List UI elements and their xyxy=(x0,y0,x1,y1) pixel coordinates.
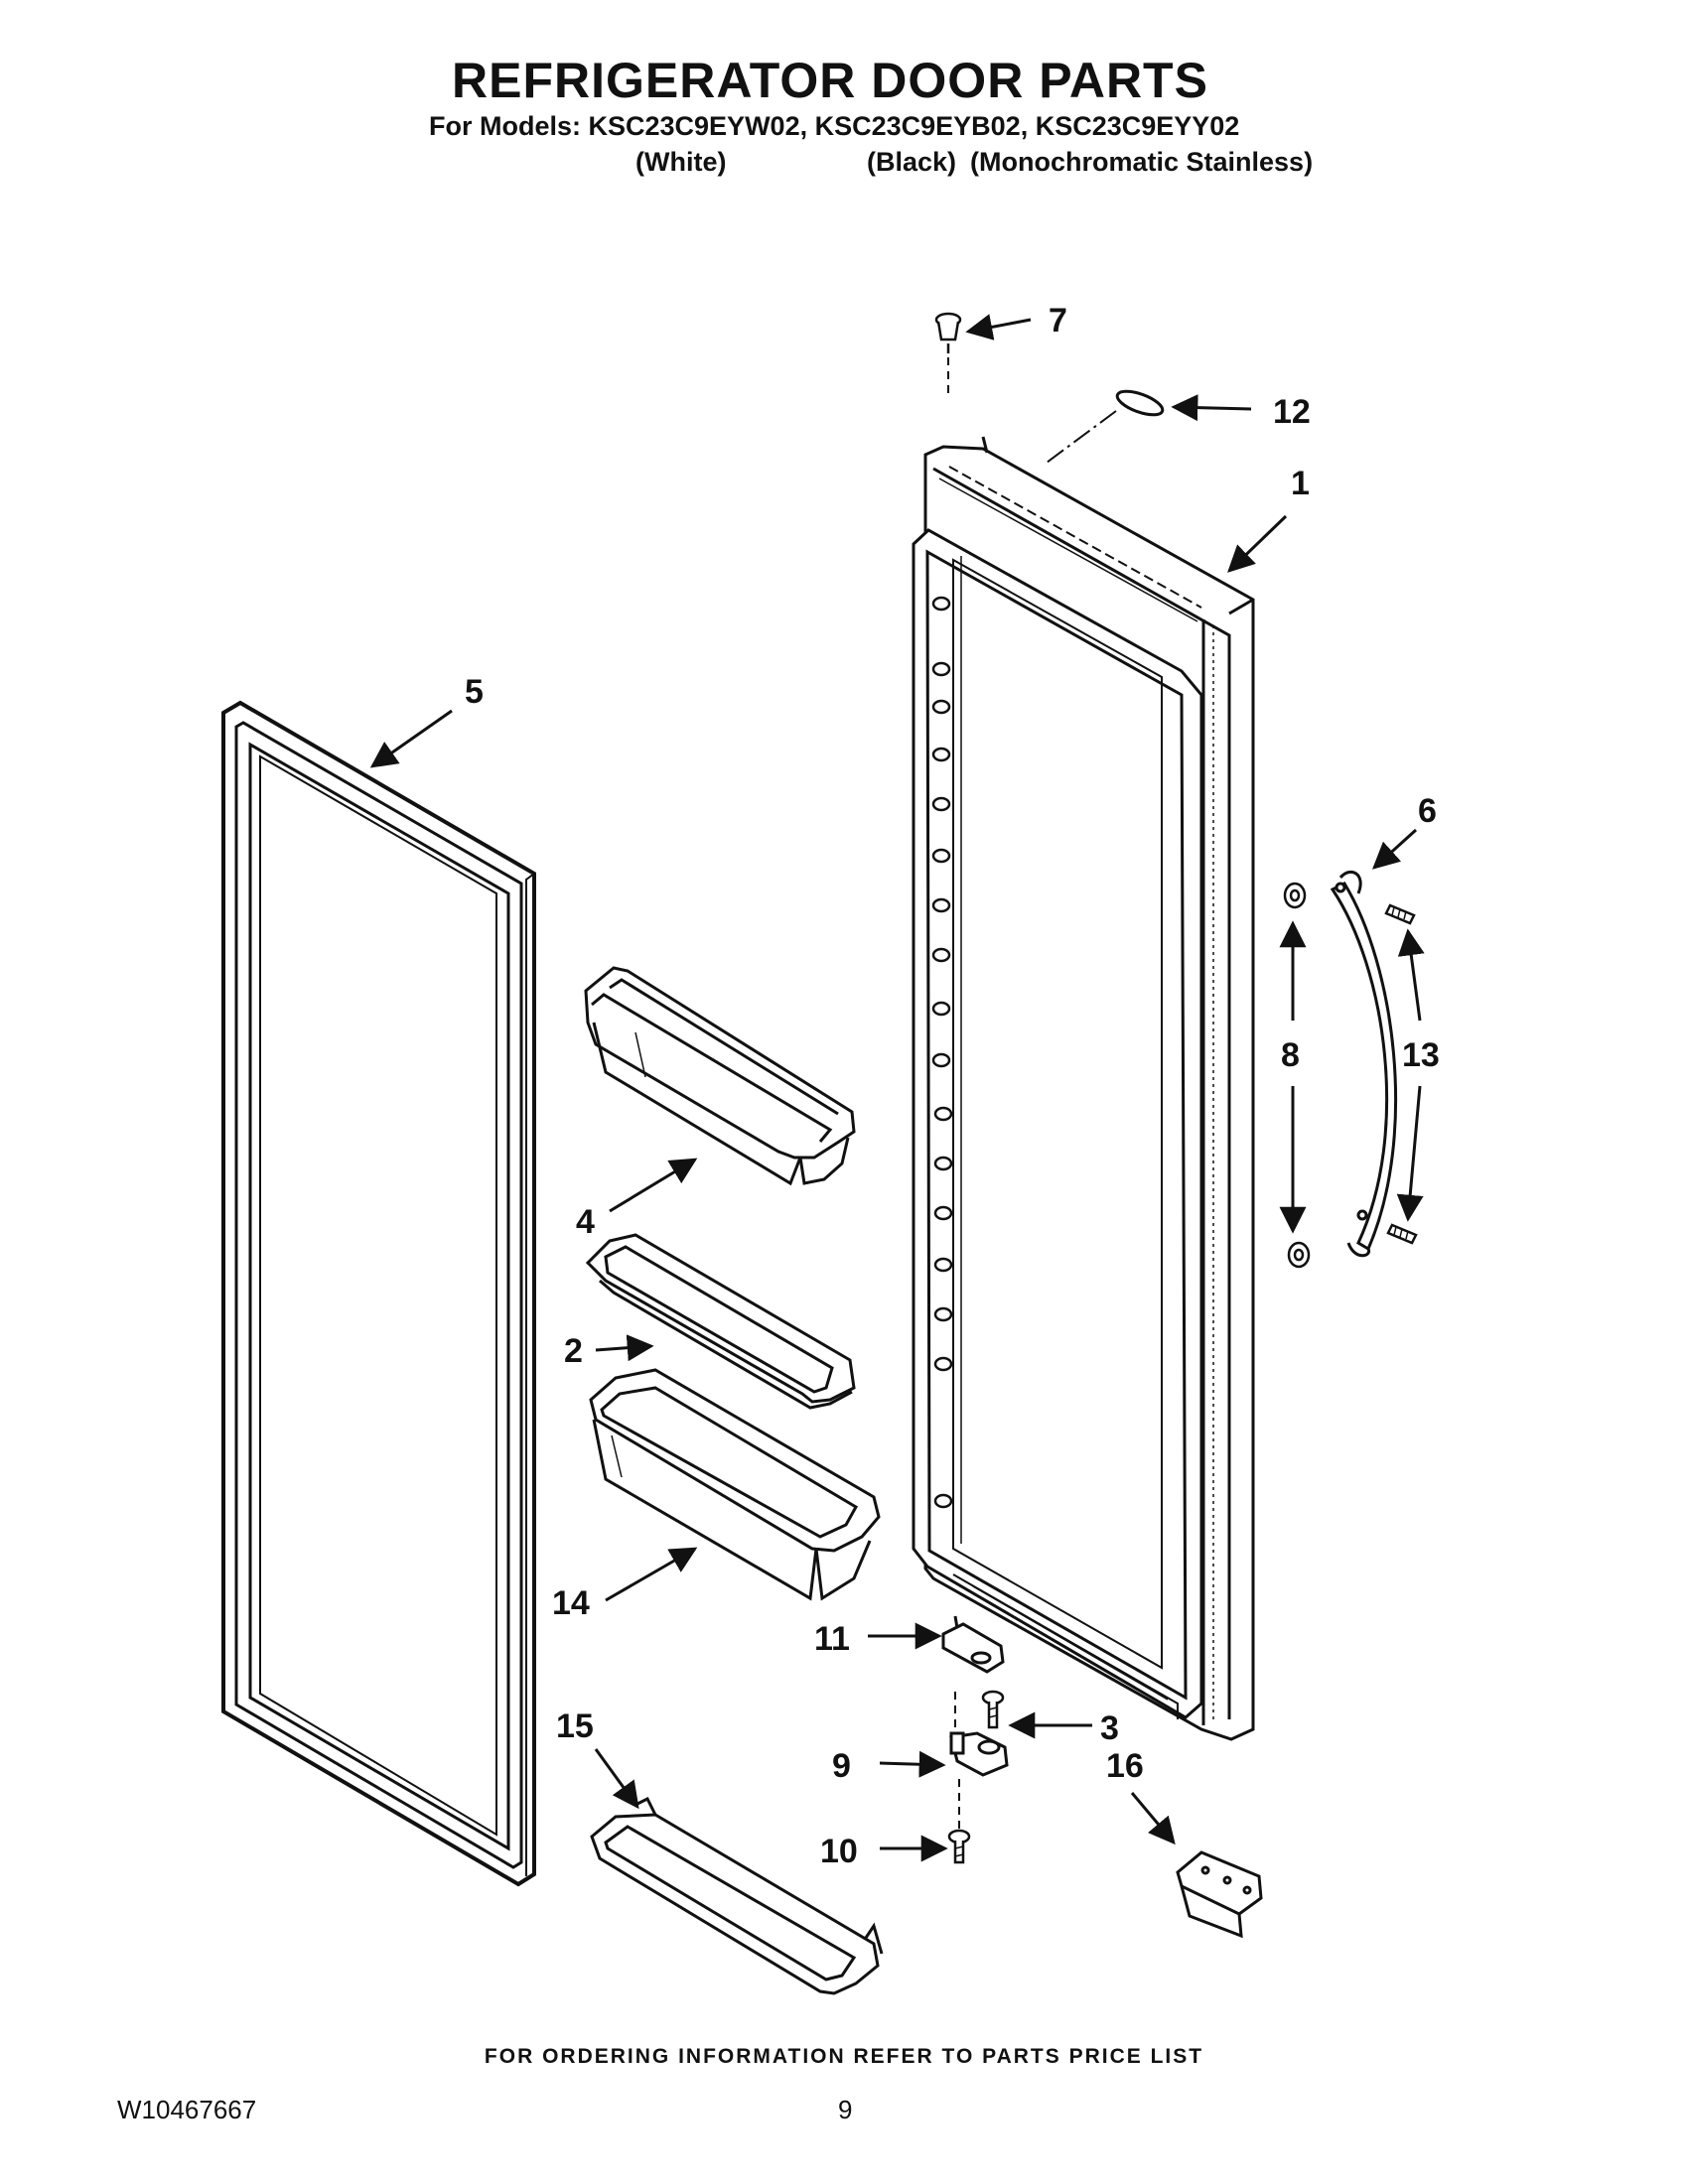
variant-stainless-label: (Monochromatic Stainless) xyxy=(970,147,1314,177)
door-bin-part-14 xyxy=(589,1368,881,1601)
variant-white-label: (White) xyxy=(635,147,727,177)
hinge-shim-part-11 xyxy=(941,1615,1005,1674)
callout-6: 6 xyxy=(1418,792,1437,830)
callout-11: 11 xyxy=(814,1620,850,1658)
callout-3: 3 xyxy=(1100,1709,1119,1747)
handle-spacer-part-8 xyxy=(1283,882,1311,1269)
hinge-screw-part-3 xyxy=(981,1690,1005,1729)
door-gasket-part xyxy=(221,700,536,1887)
callout-9: 9 xyxy=(832,1747,851,1785)
door-bin-part-4 xyxy=(584,966,856,1186)
models-line: For Models: KSC23C9EYW02, KSC23C9EYB02, … xyxy=(429,111,1240,141)
document-number: W10467667 xyxy=(117,2095,257,2124)
callout-7: 7 xyxy=(1049,302,1067,340)
callout-16: 16 xyxy=(1106,1747,1144,1785)
bracket-part-16 xyxy=(1176,1850,1263,1939)
hinge-bushing-part-7 xyxy=(934,312,962,399)
refrigerator-door-part xyxy=(912,436,1255,1741)
leader-arrows xyxy=(369,314,1425,1862)
bin-frame-part-2 xyxy=(585,1233,856,1410)
callout-1: 1 xyxy=(1291,465,1310,502)
door-bin-tabs xyxy=(931,596,953,1509)
callout-4: 4 xyxy=(576,1203,595,1241)
callout-2: 2 xyxy=(564,1332,583,1370)
callout-8: 8 xyxy=(1281,1036,1300,1074)
variant-black-label: (Black) xyxy=(867,147,957,177)
callout-15: 15 xyxy=(556,1707,594,1745)
callout-13: 13 xyxy=(1402,1036,1440,1074)
handle-screw-part-13 xyxy=(1384,903,1418,1245)
page-title: REFRIGERATOR DOOR PARTS xyxy=(452,53,1208,108)
hinge-part-9 xyxy=(949,1692,1009,1777)
callout-14: 14 xyxy=(552,1584,590,1622)
page-number: 9 xyxy=(838,2095,853,2124)
hinge-screw-part-10 xyxy=(947,1779,971,1864)
door-handle-part-6 xyxy=(1330,871,1398,1258)
callout-12: 12 xyxy=(1273,393,1311,431)
tray-part-15 xyxy=(590,1796,884,1995)
hole-plug-part-12 xyxy=(1046,389,1165,464)
callout-5: 5 xyxy=(465,673,484,711)
callout-10: 10 xyxy=(820,1833,858,1870)
ordering-note: FOR ORDERING INFORMATION REFER TO PARTS … xyxy=(484,2045,1204,2068)
